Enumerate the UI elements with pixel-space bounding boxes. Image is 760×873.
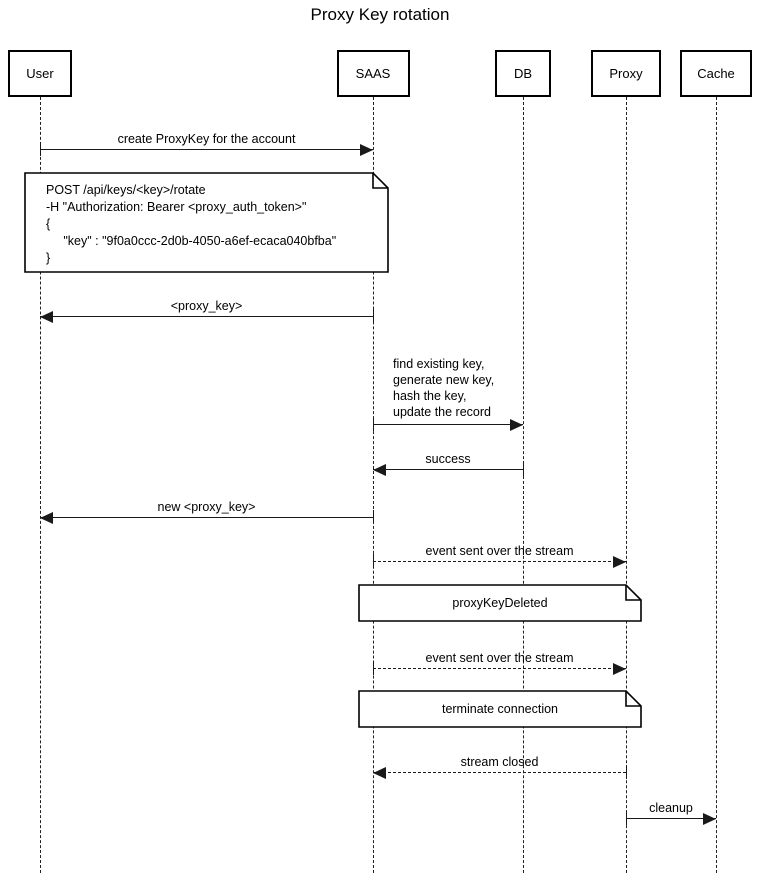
message-source-tick-m7 <box>373 661 374 675</box>
participant-box-proxy[interactable]: Proxy <box>591 50 661 97</box>
participant-label-db: DB <box>513 66 533 81</box>
arrow-head-m6 <box>613 556 626 568</box>
arrow-head-m8 <box>373 767 386 779</box>
message-line-m8 <box>373 772 626 773</box>
arrow-head-m2 <box>40 311 53 323</box>
participant-box-saas[interactable]: SAAS <box>336 50 410 97</box>
message-label-m2: <proxy_key> <box>170 299 243 313</box>
lifeline-saas <box>373 97 374 873</box>
arrow-head-m4 <box>373 464 386 476</box>
participant-label-cache: Cache <box>697 66 735 81</box>
note-text-n3: terminate connection <box>441 701 559 716</box>
note-n1: POST /api/keys/<key>/rotate -H "Authoriz… <box>24 172 389 273</box>
message-line-m1 <box>40 149 373 150</box>
message-label-m4: success <box>425 452 471 466</box>
lifeline-user <box>40 97 41 873</box>
participant-label-saas: SAAS <box>355 66 391 81</box>
message-line-m6 <box>373 561 626 562</box>
message-label-m3: find existing key, generate new key, has… <box>393 357 495 419</box>
message-label-m5: new <proxy_key> <box>157 500 256 514</box>
message-source-tick-m1 <box>40 142 41 156</box>
note-text-n1: POST /api/keys/<key>/rotate -H "Authoriz… <box>46 183 337 265</box>
message-label-m1: create ProxyKey for the account <box>117 132 296 146</box>
message-line-m5 <box>40 517 373 518</box>
lifeline-proxy <box>626 97 627 873</box>
note-shape-n1 <box>24 172 389 273</box>
message-line-m4 <box>373 469 523 470</box>
note-text-n2: proxyKeyDeleted <box>452 595 548 610</box>
participant-box-db[interactable]: DB <box>495 50 551 97</box>
participant-label-user: User <box>26 66 54 81</box>
message-line-m3 <box>373 424 523 425</box>
note-shape-n3 <box>358 690 642 728</box>
lifeline-cache <box>716 97 717 873</box>
message-source-tick-m5 <box>373 510 374 524</box>
message-label-m7: event sent over the stream <box>425 651 574 665</box>
message-source-tick-m2 <box>373 309 374 323</box>
message-line-m2 <box>40 316 373 317</box>
arrow-head-m9 <box>703 813 716 825</box>
message-label-m6: event sent over the stream <box>425 544 574 558</box>
message-line-m9 <box>626 818 716 819</box>
note-shape-n2 <box>358 584 642 622</box>
message-source-tick-m8 <box>626 765 627 779</box>
diagram-title: Proxy Key rotation <box>310 5 450 24</box>
note-n2: proxyKeyDeleted <box>358 584 642 622</box>
arrow-head-m7 <box>613 663 626 675</box>
lifeline-db <box>523 97 524 873</box>
message-label-m8: stream closed <box>460 755 539 769</box>
participant-box-user[interactable]: User <box>8 50 72 97</box>
message-source-tick-m9 <box>626 811 627 825</box>
arrow-head-m3 <box>510 419 523 431</box>
arrow-head-m1 <box>360 144 373 156</box>
arrow-head-m5 <box>40 512 53 524</box>
message-label-m9: cleanup <box>649 801 693 815</box>
message-source-tick-m4 <box>523 462 524 476</box>
message-source-tick-m6 <box>373 554 374 568</box>
note-n3: terminate connection <box>358 690 642 728</box>
message-line-m7 <box>373 668 626 669</box>
participant-label-proxy: Proxy <box>609 66 643 81</box>
participant-box-cache[interactable]: Cache <box>680 50 752 97</box>
message-source-tick-m3 <box>373 417 374 431</box>
